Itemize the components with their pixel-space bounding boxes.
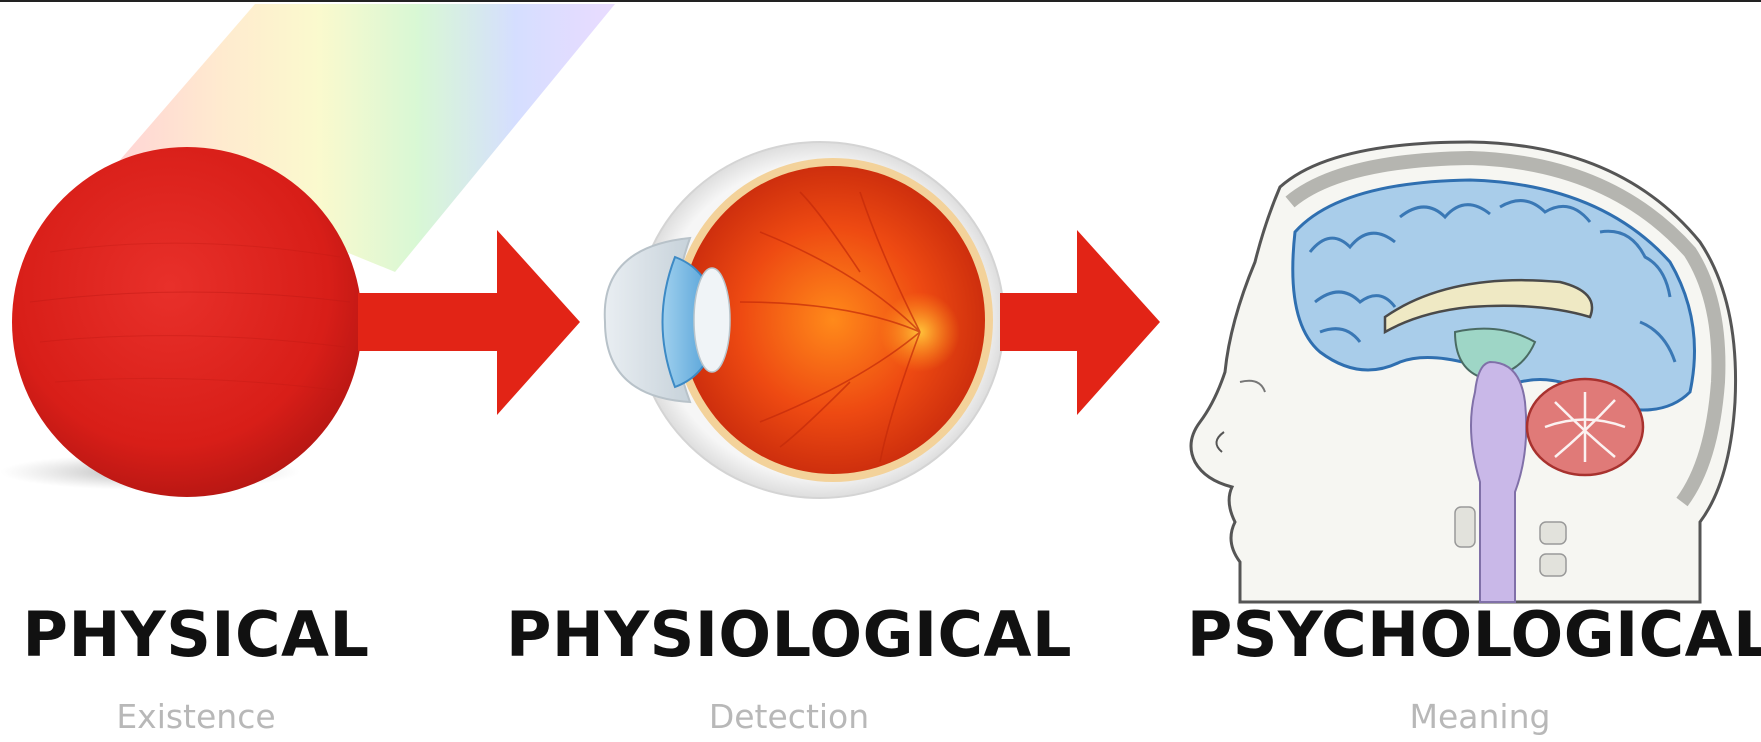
arrow-right-icon-2: [1000, 230, 1160, 415]
stage-subtitle-existence: Existence: [0, 700, 496, 733]
stage-title-physical: PHYSICAL: [0, 604, 496, 666]
stage-title-psychological: PSYCHOLOGICAL: [1180, 604, 1761, 666]
stage-title-physiological: PHYSIOLOGICAL: [489, 604, 1089, 666]
red-ball-icon: [0, 147, 362, 497]
stage-subtitle-detection: Detection: [489, 700, 1089, 733]
eye-icon: [605, 142, 1004, 498]
brain-head-icon: [1191, 142, 1736, 602]
stage-subtitle-meaning: Meaning: [1180, 700, 1761, 733]
